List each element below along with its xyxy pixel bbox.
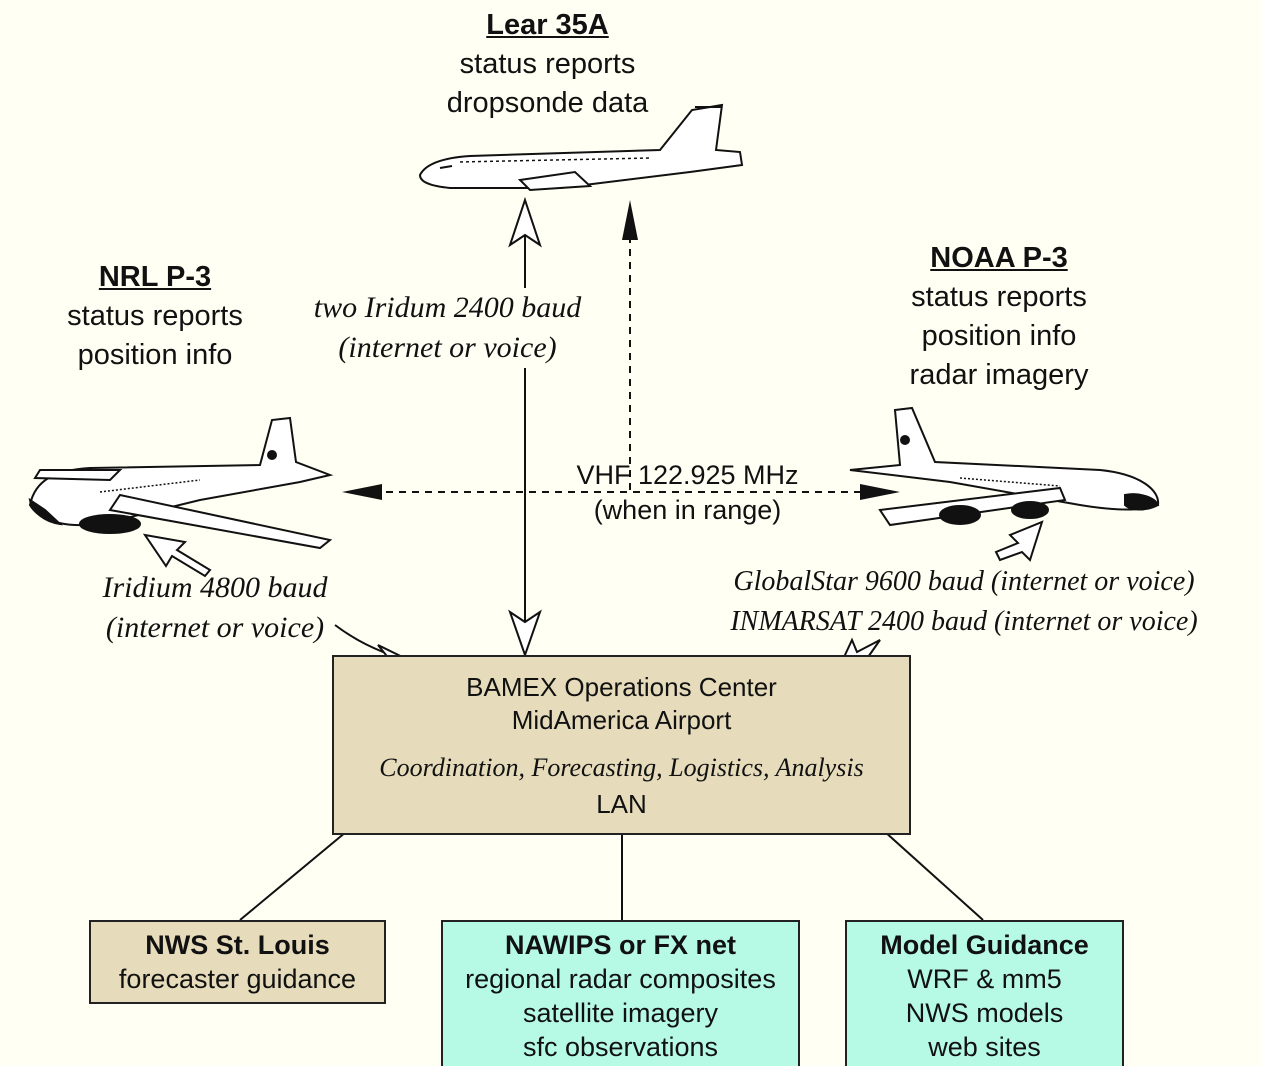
lear-up-arrowhead <box>508 196 542 248</box>
ops-center-location: MidAmerica Airport <box>511 705 732 735</box>
nrl-iridium-line-2: (internet or voice) <box>105 611 325 644</box>
vhf-left-arrowhead <box>342 484 382 500</box>
model-line-3: web sites <box>928 1032 1041 1062</box>
nawips-box: NAWIPS or FX net regional radar composit… <box>441 920 800 1066</box>
lear-label: Lear 35A status reports dropsonde data <box>400 6 695 123</box>
noaa-label: NOAA P-3 status reports position info ra… <box>870 239 1128 395</box>
vhf-right-arrowhead <box>860 484 900 500</box>
nawips-line-2: satellite imagery <box>522 998 719 1028</box>
lear-iridium-line-2: (internet or voice) <box>338 331 557 364</box>
lear-line-2: dropsonde data <box>446 87 649 119</box>
noaa-sat-line-1: GlobalStar 9600 baud (internet or voice) <box>733 566 1195 597</box>
ops-model-link-line <box>873 821 984 921</box>
nrl-iridium-line-1: Iridium 4800 baud <box>102 571 328 604</box>
nrl-line-2: position info <box>77 339 233 371</box>
ops-center-box: BAMEX Operations Center MidAmerica Airpo… <box>332 655 911 835</box>
ops-center-network: LAN <box>596 789 647 819</box>
nws-line-1: forecaster guidance <box>118 964 357 994</box>
nawips-line-3: sfc observations <box>522 1032 719 1062</box>
vhf-lear-arrowhead <box>622 200 638 240</box>
nrl-title: NRL P-3 <box>98 261 212 293</box>
nawips-line-1: regional radar composites <box>465 964 776 994</box>
noaa-sat-line-2: INMARSAT 2400 baud (internet or voice) <box>730 606 1198 637</box>
lear-title: Lear 35A <box>486 9 609 41</box>
vhf-label: VHF 122.925 MHz (when in range) <box>560 458 815 528</box>
model-line-1: WRF & mm5 <box>907 964 1062 994</box>
ops-nws-link-line <box>239 821 359 921</box>
model-line-2: NWS models <box>905 998 1064 1028</box>
nrl-iridium-label: Iridium 4800 baud (internet or voice) <box>70 568 360 648</box>
nws-box: NWS St. Louis forecaster guidance <box>89 920 386 1004</box>
lear-iridium-line-1: two Iridum 2400 baud <box>313 291 582 324</box>
ops-down-arrowhead <box>508 609 542 659</box>
nawips-title: NAWIPS or FX net <box>504 930 737 960</box>
nrl-line-1: status reports <box>67 300 243 332</box>
noaa-uplink-arrowhead <box>994 520 1044 562</box>
noaa-line-1: status reports <box>911 281 1087 313</box>
vhf-line-1: VHF 122.925 MHz <box>576 460 799 490</box>
noaa-aircraft-icon <box>849 406 1160 527</box>
ops-center-name: BAMEX Operations Center <box>466 672 777 702</box>
nrl-label: NRL P-3 status reports position info <box>30 258 280 375</box>
model-box: Model Guidance WRF & mm5 NWS models web … <box>845 920 1124 1066</box>
noaa-sat-label: GlobalStar 9600 baud (internet or voice)… <box>676 562 1252 642</box>
noaa-title: NOAA P-3 <box>930 242 1068 274</box>
nws-title: NWS St. Louis <box>145 930 330 960</box>
nrl-uplink-arrowhead <box>142 533 212 578</box>
lear-aircraft-icon <box>418 103 744 192</box>
noaa-line-2: position info <box>921 320 1077 352</box>
nrl-aircraft-icon <box>28 416 334 550</box>
ops-center-functions: Coordination, Forecasting, Logistics, An… <box>379 753 864 782</box>
vhf-line-2: (when in range) <box>593 495 782 525</box>
lear-iridium-label: two Iridum 2400 baud (internet or voice) <box>285 288 610 368</box>
model-title: Model Guidance <box>880 930 1089 960</box>
lear-line-1: status reports <box>459 48 636 80</box>
noaa-line-3: radar imagery <box>909 359 1089 391</box>
